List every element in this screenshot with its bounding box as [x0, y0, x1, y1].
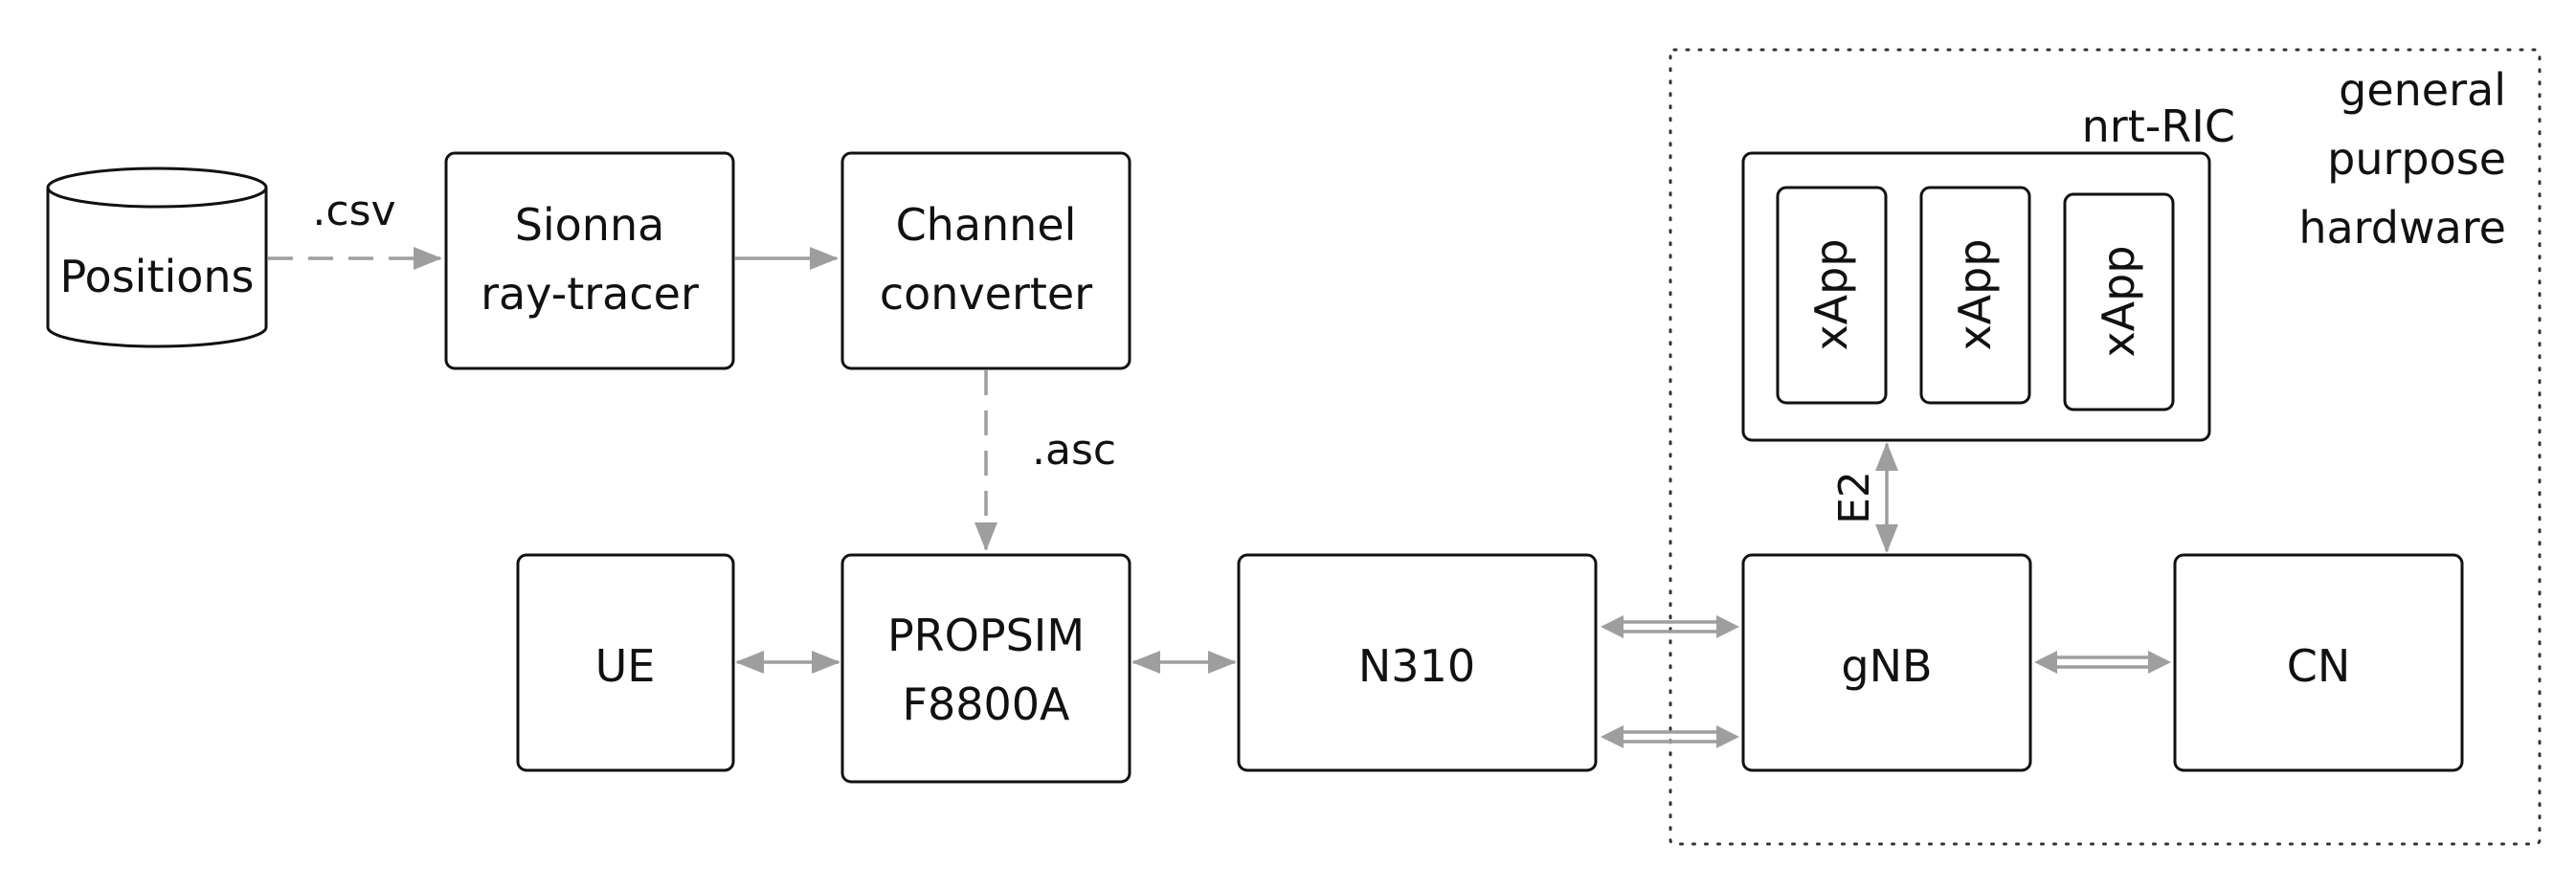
ue-label: UE	[595, 640, 656, 692]
sionna-ray-tracer-node: Sionna ray-tracer	[444, 151, 735, 370]
nrt-ric-label: nrt-RIC	[2082, 100, 2235, 152]
nrt-ric-node: nrt-RIC xApp xApp xApp	[1741, 100, 2235, 442]
asc-label: .asc	[1032, 426, 1116, 475]
gnb-node: gNB	[1741, 553, 2032, 772]
csv-label: .csv	[312, 187, 395, 235]
xapp-2: xApp	[1919, 186, 2031, 405]
gnb-cn-link	[2034, 651, 2171, 674]
n310-gnb-link-lower	[1601, 725, 1739, 748]
propsim-label-line-1: PROPSIM	[887, 610, 1085, 661]
positions-database: Positions	[46, 166, 268, 348]
xapp-3: xApp	[2063, 192, 2175, 411]
xapp-3-label: xApp	[2093, 245, 2144, 357]
region-label-line-2: purpose	[2327, 133, 2506, 185]
cn-node: CN	[2173, 553, 2464, 772]
sionna-label-line-2: ray-tracer	[481, 268, 699, 320]
propsim-label-line-2: F8800A	[903, 678, 1071, 730]
xapp-1: xApp	[1776, 186, 1888, 405]
region-label-line-1: general	[2339, 64, 2506, 116]
propsim-node: PROPSIM F8800A	[840, 553, 1131, 784]
cn-label: CN	[2287, 640, 2351, 692]
connectors: .csv .asc E	[268, 187, 2171, 748]
ue-node: UE	[516, 553, 735, 772]
n310-label: N310	[1358, 640, 1475, 692]
sionna-label-line-1: Sionna	[515, 199, 665, 251]
gnb-label: gNB	[1841, 640, 1932, 692]
xapp-1-label: xApp	[1805, 238, 1857, 350]
n310-gnb-link-upper	[1601, 615, 1739, 638]
xapp-2-label: xApp	[1949, 238, 2001, 350]
channel-label-line-2: converter	[880, 268, 1092, 320]
database-icon	[46, 188, 268, 348]
positions-label: Positions	[59, 251, 254, 302]
channel-converter-node: Channel converter	[840, 151, 1131, 370]
general-purpose-hardware-region: general purpose hardware	[1669, 48, 2542, 846]
channel-label-line-1: Channel	[896, 199, 1077, 251]
e2-label: E2	[1830, 471, 1879, 524]
region-label-line-3: hardware	[2298, 202, 2506, 254]
n310-node: N310	[1237, 553, 1598, 772]
